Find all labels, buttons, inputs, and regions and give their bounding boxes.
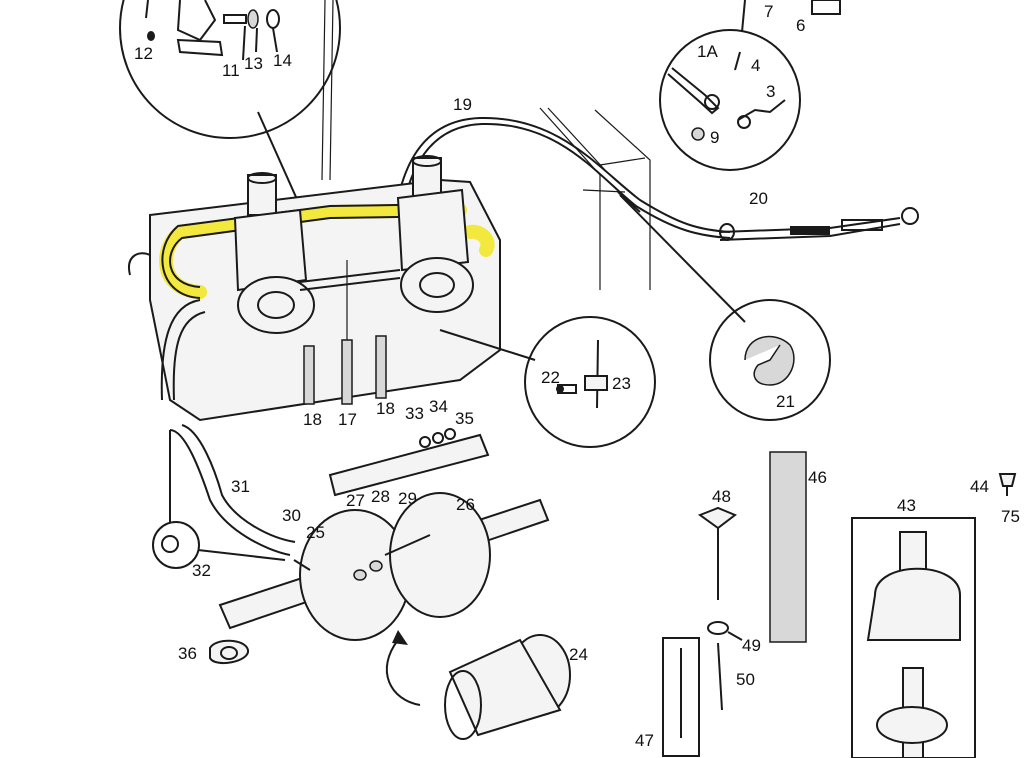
callout-31: 31 (231, 477, 250, 496)
callout-47: 47 (635, 731, 654, 750)
callout-29: 29 (398, 489, 417, 508)
callout-43: 43 (897, 496, 916, 515)
callout-13: 13 (244, 54, 263, 73)
callout-50: 50 (736, 670, 755, 689)
callout-44: 44 (970, 477, 989, 496)
callout-4: 4 (751, 56, 761, 75)
callout-14: 14 (273, 51, 292, 70)
callout-9: 9 (710, 128, 720, 147)
detail-circle-cable-clip (709, 299, 831, 421)
callout-24: 24 (569, 645, 588, 664)
callout-7: 7 (764, 2, 774, 21)
callout-75: 75 (1001, 507, 1020, 526)
callout-6: 6 (796, 16, 806, 35)
air-filter-housing (152, 424, 571, 740)
callout-1a: 1A (697, 42, 718, 61)
detail-circle-clamp-bolt (439, 316, 656, 448)
callout-18-left: 18 (303, 410, 322, 429)
callout-26: 26 (456, 495, 475, 514)
callout-22: 22 (541, 368, 560, 387)
twin-carburettor-assembly (128, 155, 501, 422)
callout-36: 36 (178, 644, 197, 663)
callout-32: 32 (192, 561, 211, 580)
callout-17: 17 (338, 410, 357, 429)
detail-circle-linkage (119, 0, 341, 139)
callout-18-right: 18 (376, 399, 395, 418)
callout-19: 19 (453, 95, 472, 114)
callout-28: 28 (371, 487, 390, 506)
callout-11: 11 (222, 61, 240, 80)
detail-circle-pivot (659, 0, 841, 171)
callout-35: 35 (455, 409, 474, 428)
return-spring-right (375, 335, 387, 399)
callout-21: 21 (776, 392, 795, 411)
return-spring-center (341, 260, 353, 405)
callout-27: 27 (346, 491, 365, 510)
callout-46: 46 (808, 468, 827, 487)
callout-30: 30 (282, 506, 301, 525)
callout-20: 20 (749, 189, 768, 208)
callout-48: 48 (712, 487, 731, 506)
callout-33: 33 (405, 404, 424, 423)
callout-25: 25 (306, 523, 325, 542)
callout-23: 23 (612, 374, 631, 393)
callout-12: 12 (134, 44, 153, 63)
damper-parts (662, 451, 1017, 758)
callout-34: 34 (429, 397, 448, 416)
callout-49: 49 (742, 636, 761, 655)
callout-3: 3 (766, 82, 776, 101)
return-spring-left (303, 345, 315, 405)
